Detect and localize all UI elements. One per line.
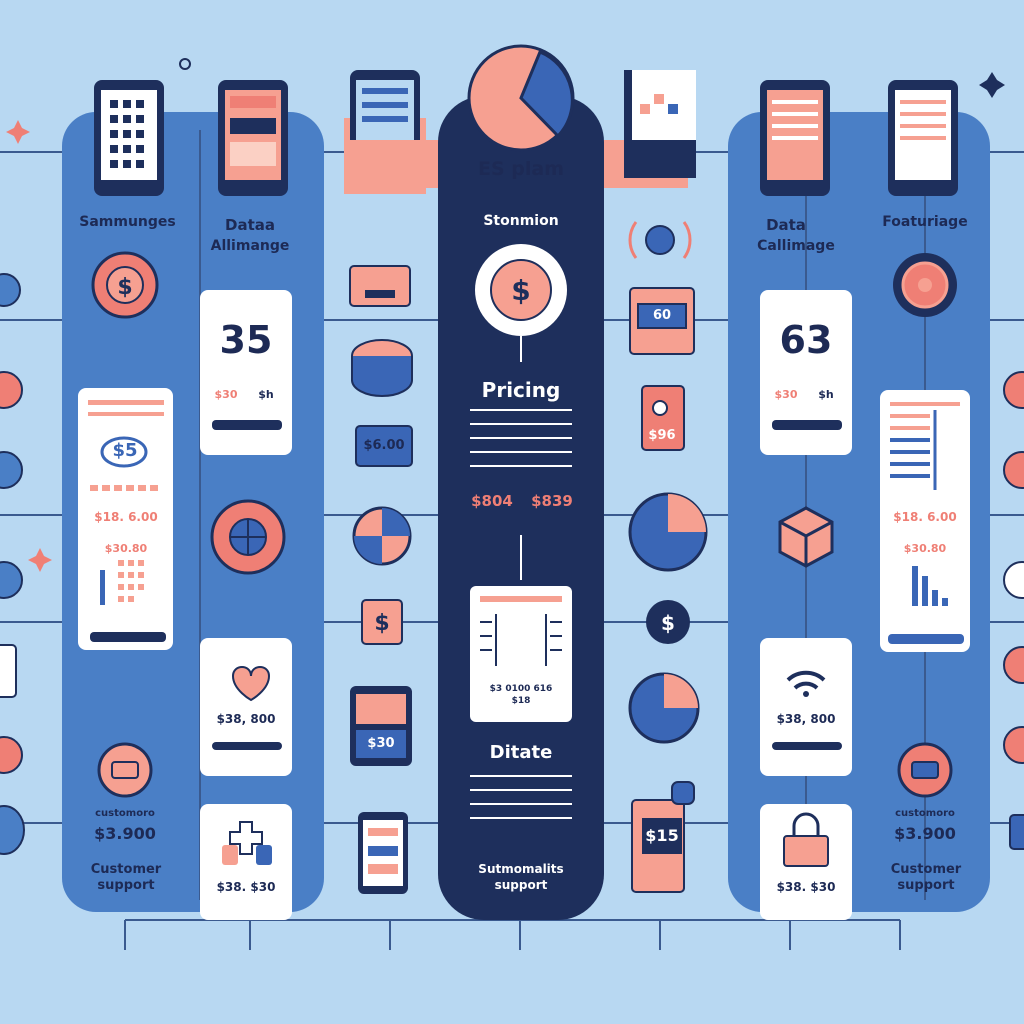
right-small-price-a: $30 bbox=[774, 388, 798, 401]
mid-right-card bbox=[641, 385, 685, 451]
mid-right-screen-value: 60 bbox=[652, 308, 672, 323]
right-inner-title-1: Data bbox=[766, 216, 806, 234]
left-card-price: $18. 6.00 bbox=[94, 510, 158, 524]
edge-icons-left bbox=[0, 273, 25, 855]
center-section-ditate: Ditate bbox=[489, 742, 553, 763]
left-big-number: 35 bbox=[219, 318, 273, 362]
right-card-price: $18. 6.00 bbox=[893, 510, 957, 524]
right-footer-price: $3.900 bbox=[894, 824, 956, 843]
center-subtitle: Stonmion bbox=[483, 213, 559, 229]
left-stat-card bbox=[200, 290, 292, 455]
svg-text:$: $ bbox=[661, 611, 675, 635]
center-ditate-lines bbox=[470, 775, 572, 819]
right-small-price-b: $h bbox=[818, 388, 834, 401]
left-inner-bottom-price: $38. $30 bbox=[216, 880, 276, 894]
mid-right-dollar-icon bbox=[646, 600, 690, 644]
left-card-badge: $5 bbox=[112, 440, 138, 461]
left-inner-title-1: Dataa bbox=[225, 216, 275, 234]
left-card-subprice: $30.80 bbox=[104, 542, 148, 555]
center-footer-line2: support bbox=[494, 878, 548, 892]
center-card-line2: $18 bbox=[511, 696, 531, 706]
right-stat-card bbox=[760, 290, 852, 455]
center-price-b: $839 bbox=[531, 492, 573, 510]
right-big-number: 63 bbox=[779, 318, 833, 362]
wifi-card bbox=[760, 638, 852, 776]
right-footer-line1: customoro bbox=[895, 808, 955, 819]
right-panel-title: Foaturiage bbox=[882, 214, 968, 230]
svg-text:$: $ bbox=[511, 274, 530, 307]
left-footer-line1: customoro bbox=[95, 808, 155, 819]
left-inner-card-price: $38, 800 bbox=[216, 712, 276, 726]
mid-left-dollar-card bbox=[361, 599, 403, 645]
left-small-price-a: $30 bbox=[214, 388, 238, 401]
mid-left-device-price: $30 bbox=[367, 736, 395, 751]
svg-text:$: $ bbox=[374, 611, 389, 636]
center-price-a: $804 bbox=[471, 492, 513, 510]
left-small-price-b: $h bbox=[258, 388, 274, 401]
center-footer-line1: Sutmomalits bbox=[478, 862, 564, 876]
card-reader-icon bbox=[349, 265, 411, 307]
right-inner-bottom-price: $38. $30 bbox=[776, 880, 836, 894]
right-footer-label: Customer support bbox=[890, 862, 962, 893]
center-pricing-lines bbox=[470, 409, 572, 467]
mid-right-card-value: $96 bbox=[648, 428, 676, 443]
left-footer-label: Customer support bbox=[90, 862, 162, 893]
mid-left-price-tag: $6.00 bbox=[363, 438, 405, 453]
left-inner-title-2: Allimange bbox=[210, 238, 290, 254]
right-inner-card-price: $38, 800 bbox=[776, 712, 836, 726]
price-tag-box bbox=[355, 425, 413, 467]
right-main-card bbox=[880, 390, 970, 652]
center-card-line1: $3 0100 616 bbox=[489, 684, 553, 694]
heart-card bbox=[200, 638, 292, 776]
left-footer-price: $3.900 bbox=[94, 824, 156, 843]
mid-right-book-value: $15 bbox=[645, 826, 679, 845]
right-card-subprice: $30.80 bbox=[903, 542, 947, 555]
center-title: ES plam bbox=[477, 158, 564, 180]
right-inner-title-2: Callimage bbox=[757, 238, 835, 254]
svg-text:$: $ bbox=[117, 275, 132, 300]
center-section-pricing: Pricing bbox=[481, 378, 561, 402]
support-icon bbox=[97, 742, 153, 798]
edge-icons-right bbox=[1003, 371, 1024, 850]
signal-icon bbox=[645, 225, 675, 255]
medical-card bbox=[200, 804, 292, 920]
left-panel-title: Sammunges bbox=[79, 214, 176, 230]
